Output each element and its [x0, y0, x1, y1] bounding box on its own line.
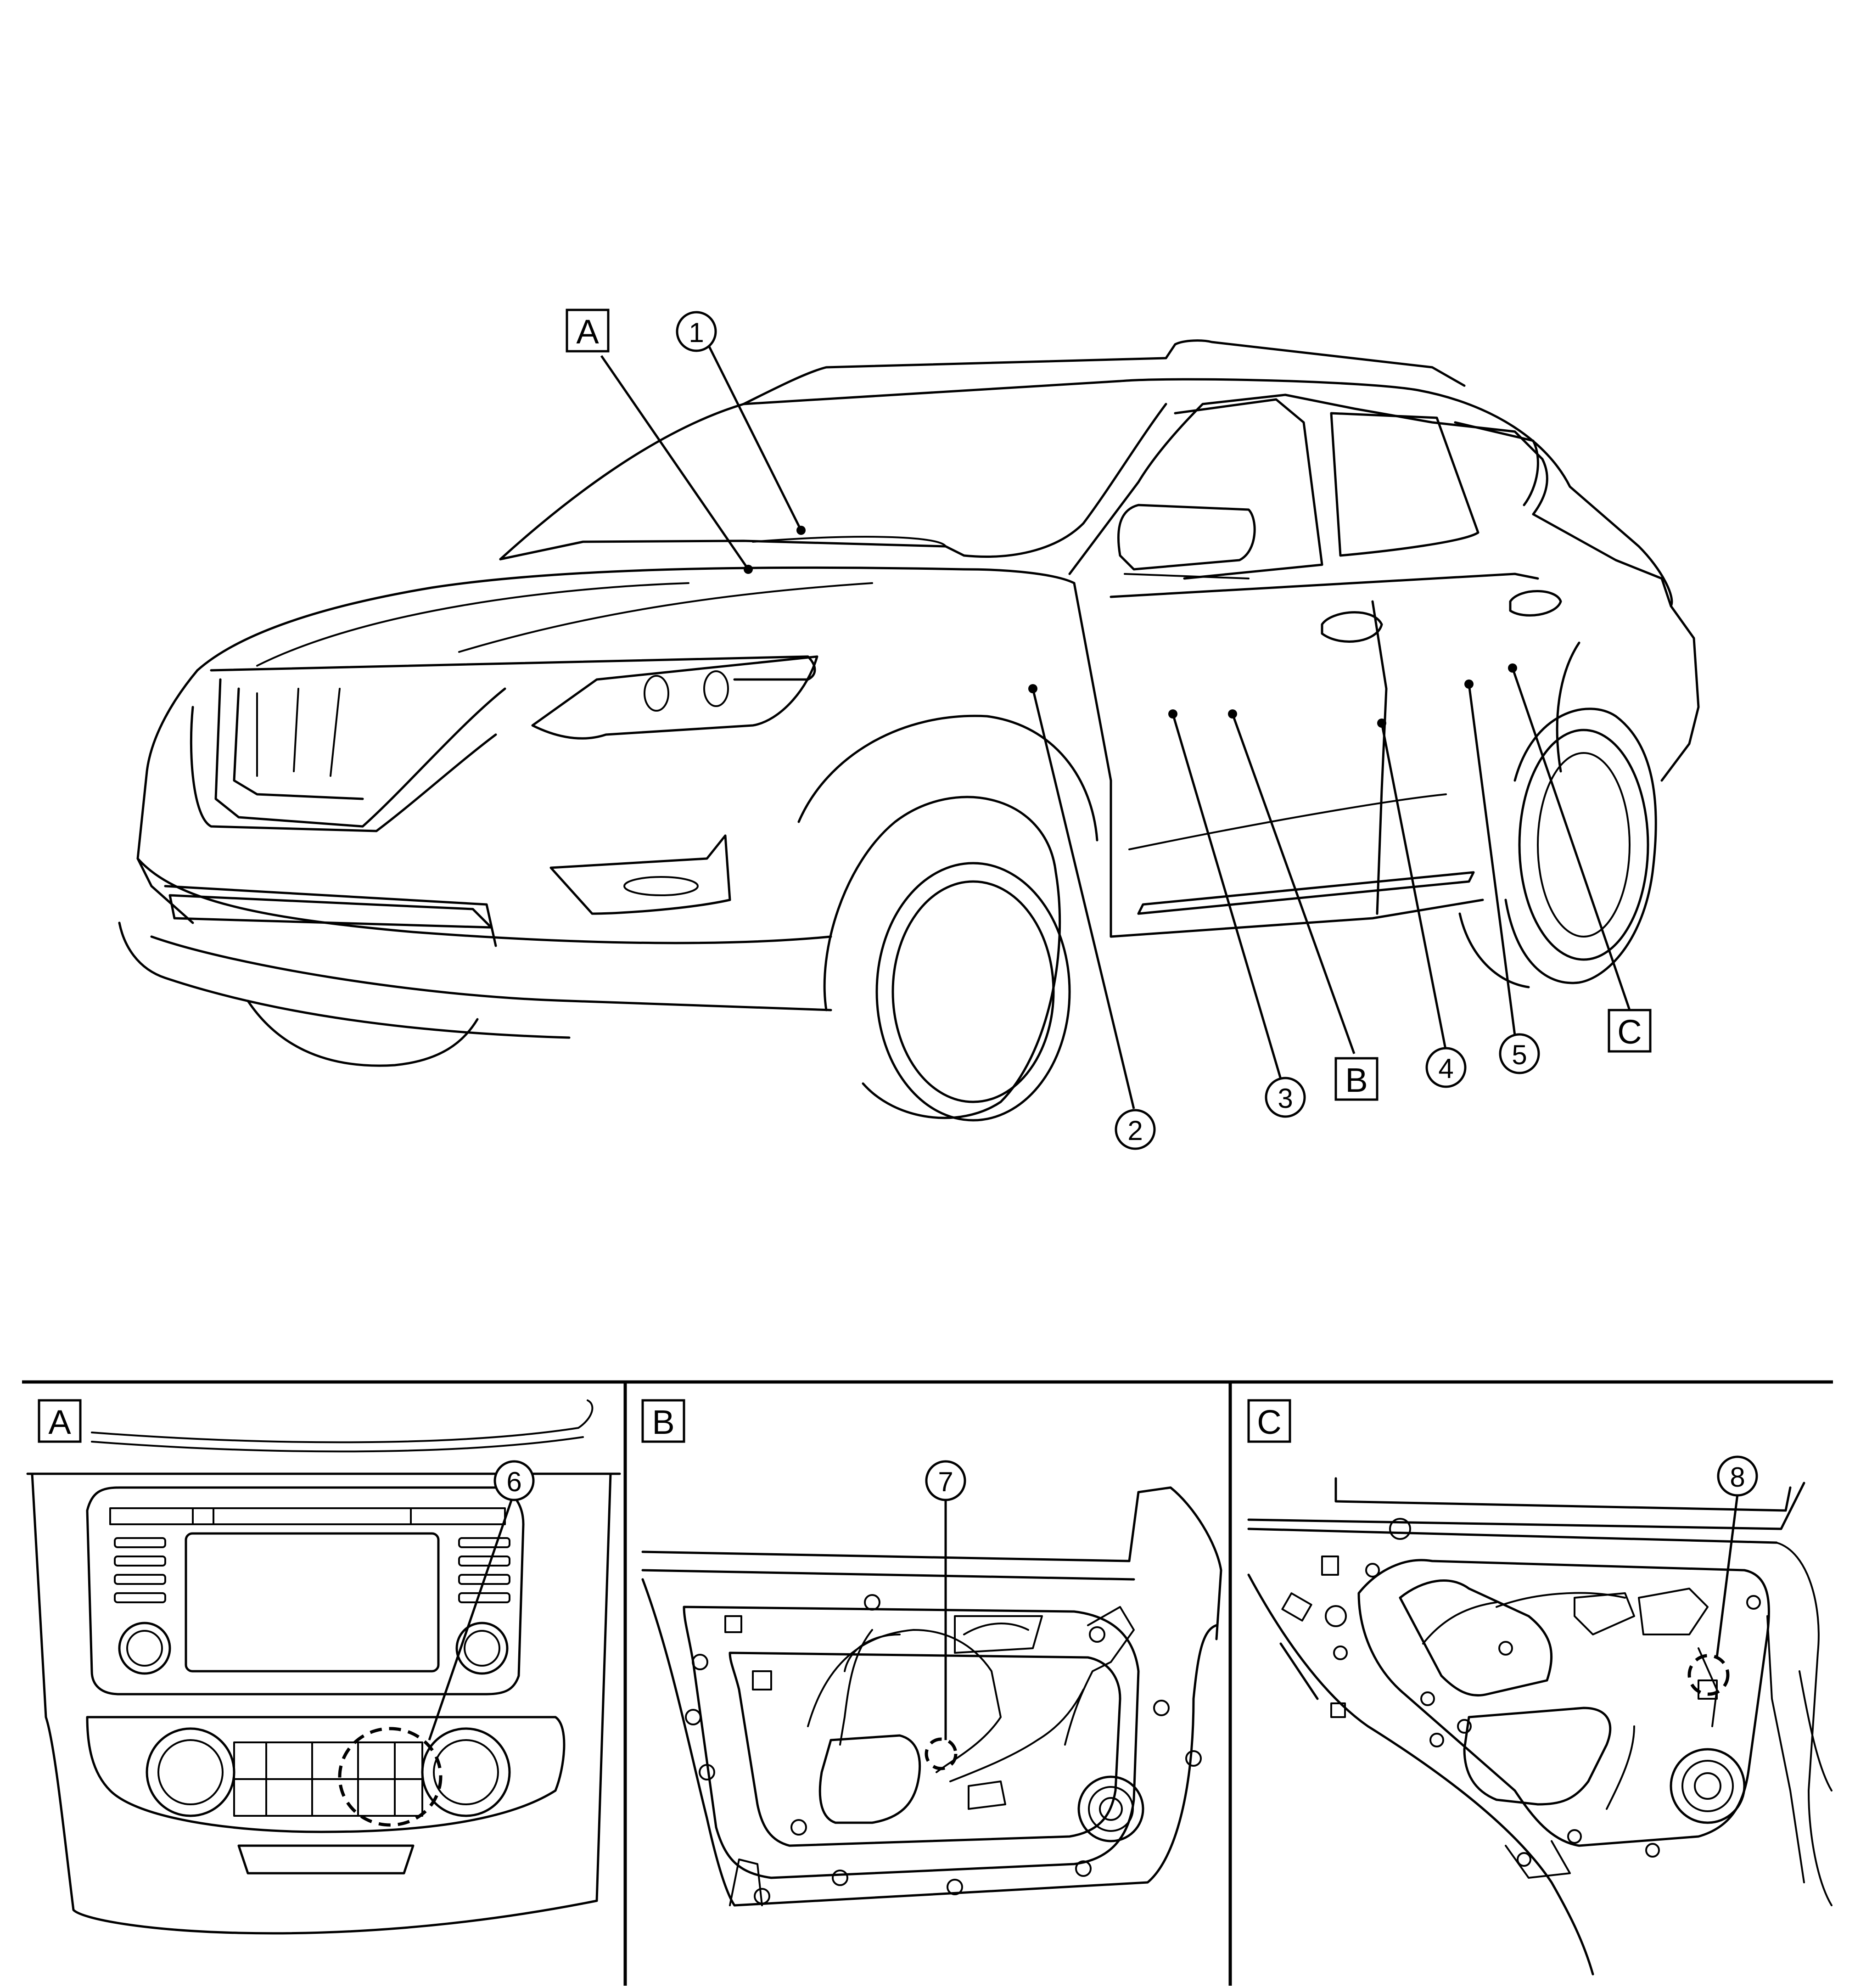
svg-text:A: A — [48, 1403, 71, 1441]
svg-text:3: 3 — [1278, 1083, 1293, 1114]
svg-text:C: C — [1257, 1403, 1281, 1441]
svg-text:6: 6 — [506, 1466, 521, 1497]
callout-7: 7 — [925, 1460, 966, 1501]
view-label-a-top: A — [566, 309, 610, 353]
callout-4: 4 — [1425, 1047, 1467, 1088]
callout-2: 2 — [1115, 1109, 1156, 1150]
svg-text:7: 7 — [938, 1466, 953, 1497]
view-label-b-top: B — [1334, 1057, 1379, 1101]
panel-c-rear-door: C — [1247, 1399, 1833, 1976]
panel-b-front-door: B — [641, 1399, 1222, 1907]
svg-text:A: A — [576, 313, 599, 351]
svg-text:4: 4 — [1438, 1053, 1453, 1084]
svg-text:B: B — [652, 1403, 674, 1441]
svg-text:B: B — [1345, 1061, 1367, 1099]
callout-5: 5 — [1499, 1033, 1540, 1074]
svg-text:8: 8 — [1730, 1462, 1745, 1493]
svg-text:C: C — [1617, 1013, 1642, 1051]
vehicle-illustration — [118, 339, 1700, 1122]
callout-3: 3 — [1265, 1077, 1306, 1118]
svg-text:2: 2 — [1127, 1115, 1143, 1146]
view-label-c-top: C — [1608, 1009, 1652, 1053]
detail-panel-frame — [22, 1380, 1833, 1986]
leader-lines — [600, 346, 1631, 1109]
svg-text:5: 5 — [1512, 1039, 1527, 1070]
callout-8: 8 — [1717, 1455, 1758, 1497]
callout-1: 1 — [676, 311, 717, 352]
svg-text:1: 1 — [689, 317, 704, 348]
callout-6: 6 — [493, 1460, 535, 1501]
